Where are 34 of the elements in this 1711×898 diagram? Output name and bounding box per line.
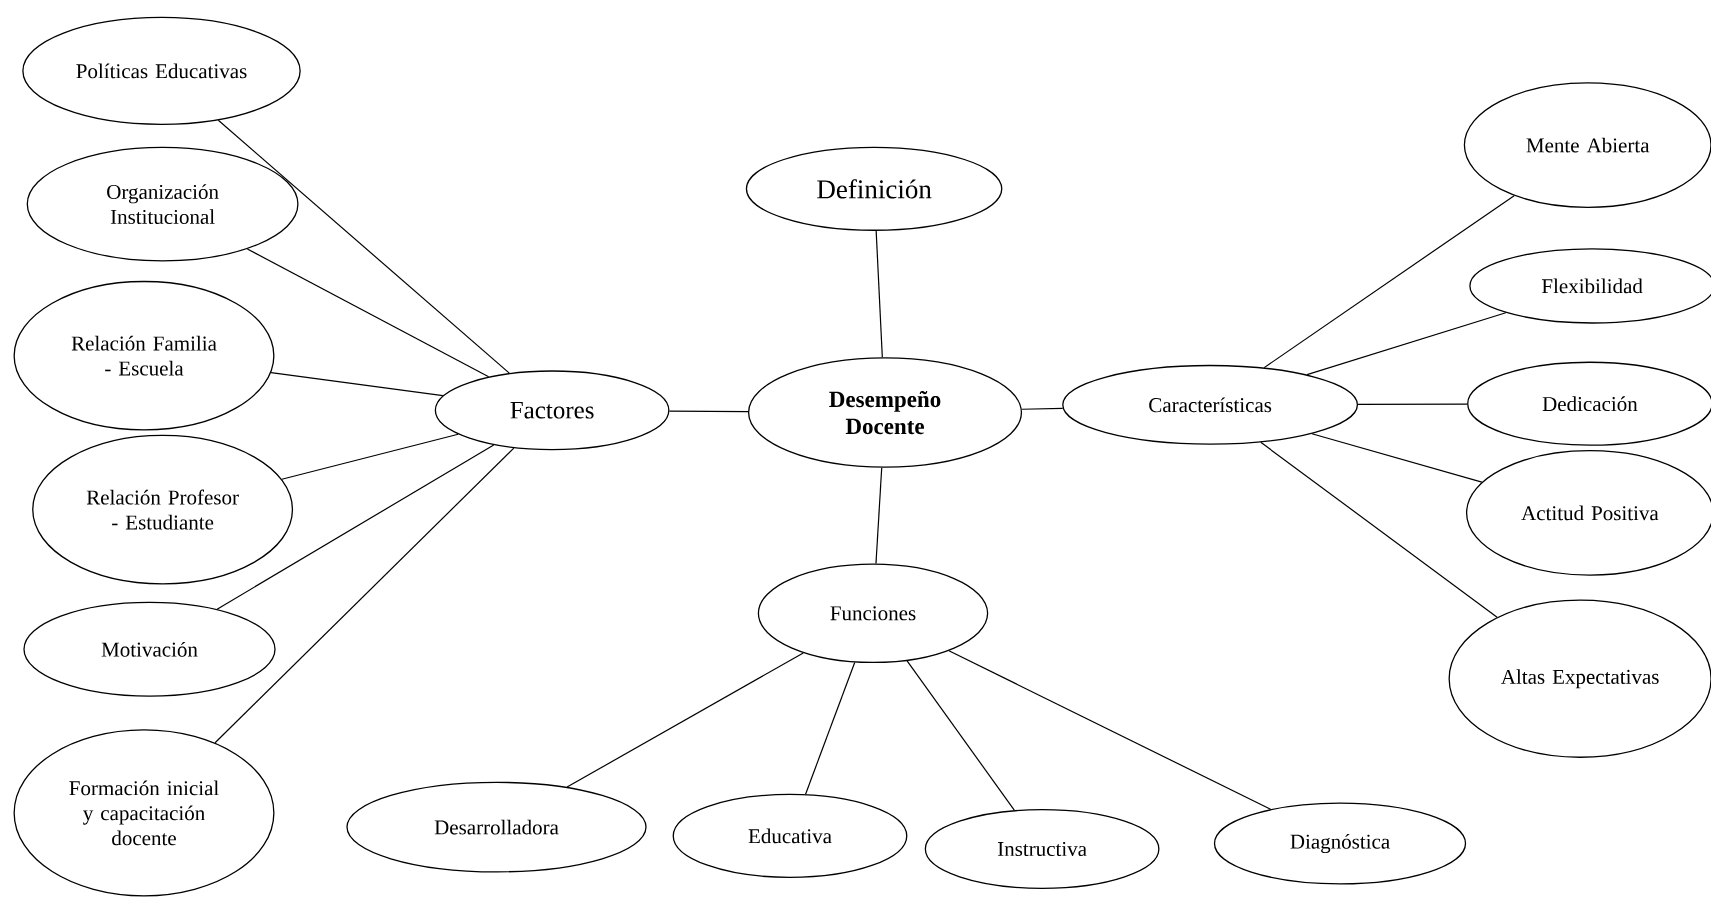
connector-line bbox=[217, 119, 510, 374]
connector-line bbox=[1263, 195, 1515, 369]
ellipse-node: Formación inicial y capacitación docente bbox=[13, 729, 275, 897]
connector-line bbox=[1311, 433, 1483, 483]
ellipse-node: Motivación bbox=[23, 601, 276, 697]
connector-line bbox=[270, 372, 444, 397]
ellipse-node: Desarrolladora bbox=[346, 781, 647, 873]
connector-line bbox=[875, 467, 883, 565]
ellipse-node: Instructiva bbox=[924, 809, 1160, 889]
connector-line bbox=[1357, 403, 1468, 405]
connector-line bbox=[906, 660, 1015, 811]
connector-line bbox=[948, 650, 1272, 810]
ellipse-node: Políticas Educativas bbox=[22, 16, 301, 125]
ellipse-node: Funciones bbox=[757, 563, 989, 664]
ellipse-node: Organización Institucional bbox=[26, 146, 299, 262]
connector-line bbox=[1260, 441, 1498, 618]
ellipse-node: Relación Profesor - Estudiante bbox=[32, 434, 294, 585]
connector-line bbox=[1306, 312, 1507, 376]
connector-line bbox=[1021, 407, 1064, 410]
ellipse-node: Factores bbox=[434, 370, 670, 451]
ellipse-node: Desempeño Docente bbox=[747, 357, 1023, 468]
ellipse-node: Definición bbox=[745, 146, 1003, 231]
connector-line bbox=[246, 248, 490, 378]
connector-line bbox=[804, 661, 856, 795]
connector-line bbox=[668, 410, 749, 413]
ellipse-node: Relación Familia - Escuela bbox=[13, 280, 275, 431]
connector-line bbox=[281, 433, 459, 480]
ellipse-node: Características bbox=[1062, 364, 1359, 445]
connector-line bbox=[214, 447, 515, 744]
connector-line bbox=[566, 652, 804, 788]
ellipse-node: Diagnóstica bbox=[1213, 802, 1467, 885]
connector-line bbox=[216, 444, 495, 610]
connector-line bbox=[875, 230, 883, 358]
ellipse-node: Educativa bbox=[672, 793, 908, 878]
